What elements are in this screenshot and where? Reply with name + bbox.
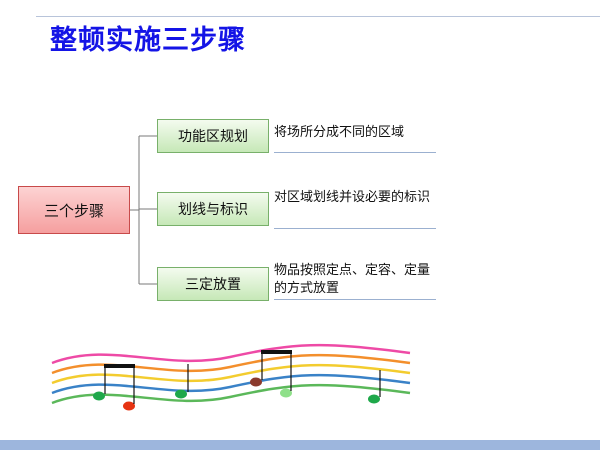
note-head — [93, 392, 105, 401]
note-head — [250, 378, 262, 387]
note-beam — [104, 364, 135, 368]
note-head — [280, 389, 292, 398]
note-head — [368, 395, 380, 404]
note-head — [175, 390, 187, 399]
note-head — [123, 402, 135, 411]
staff-line — [52, 345, 410, 363]
note-beam — [261, 350, 292, 354]
footer-bar — [0, 440, 600, 450]
